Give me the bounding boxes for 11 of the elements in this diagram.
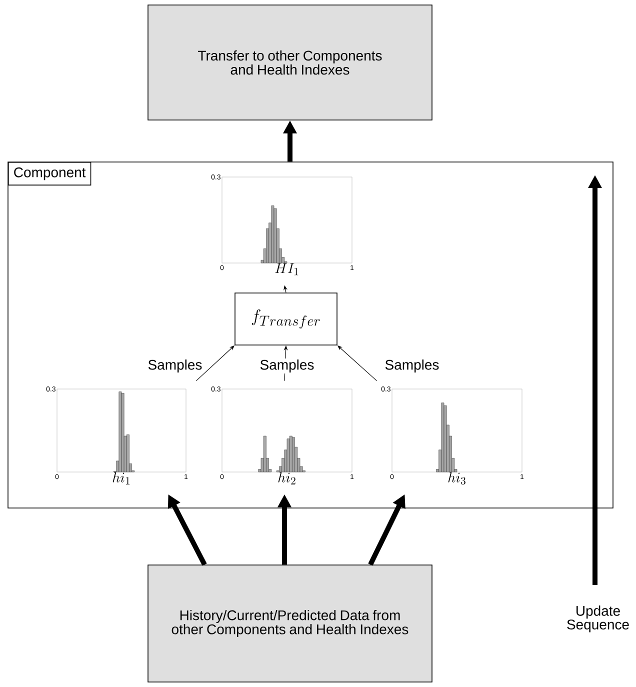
axis-label: $hi_3$ [448,472,466,485]
axis-label: $hi_2$ [278,472,296,484]
axis-caption: Update Sequence [567,606,629,632]
axis-label: $hi_1$ [112,472,130,484]
edge-label: Samples [384,358,440,374]
function-box: $f_{Transfer}$ [234,292,338,346]
process-box: Transfer to other Components and Health Indexes [148,4,432,120]
axis-label: $HI_1$ [275,263,298,276]
edge-label: Samples [258,358,316,374]
edge-label: Samples [146,358,204,374]
process-box: History/Current/Predicted Data from other Components and Health Indexes [148,564,432,682]
